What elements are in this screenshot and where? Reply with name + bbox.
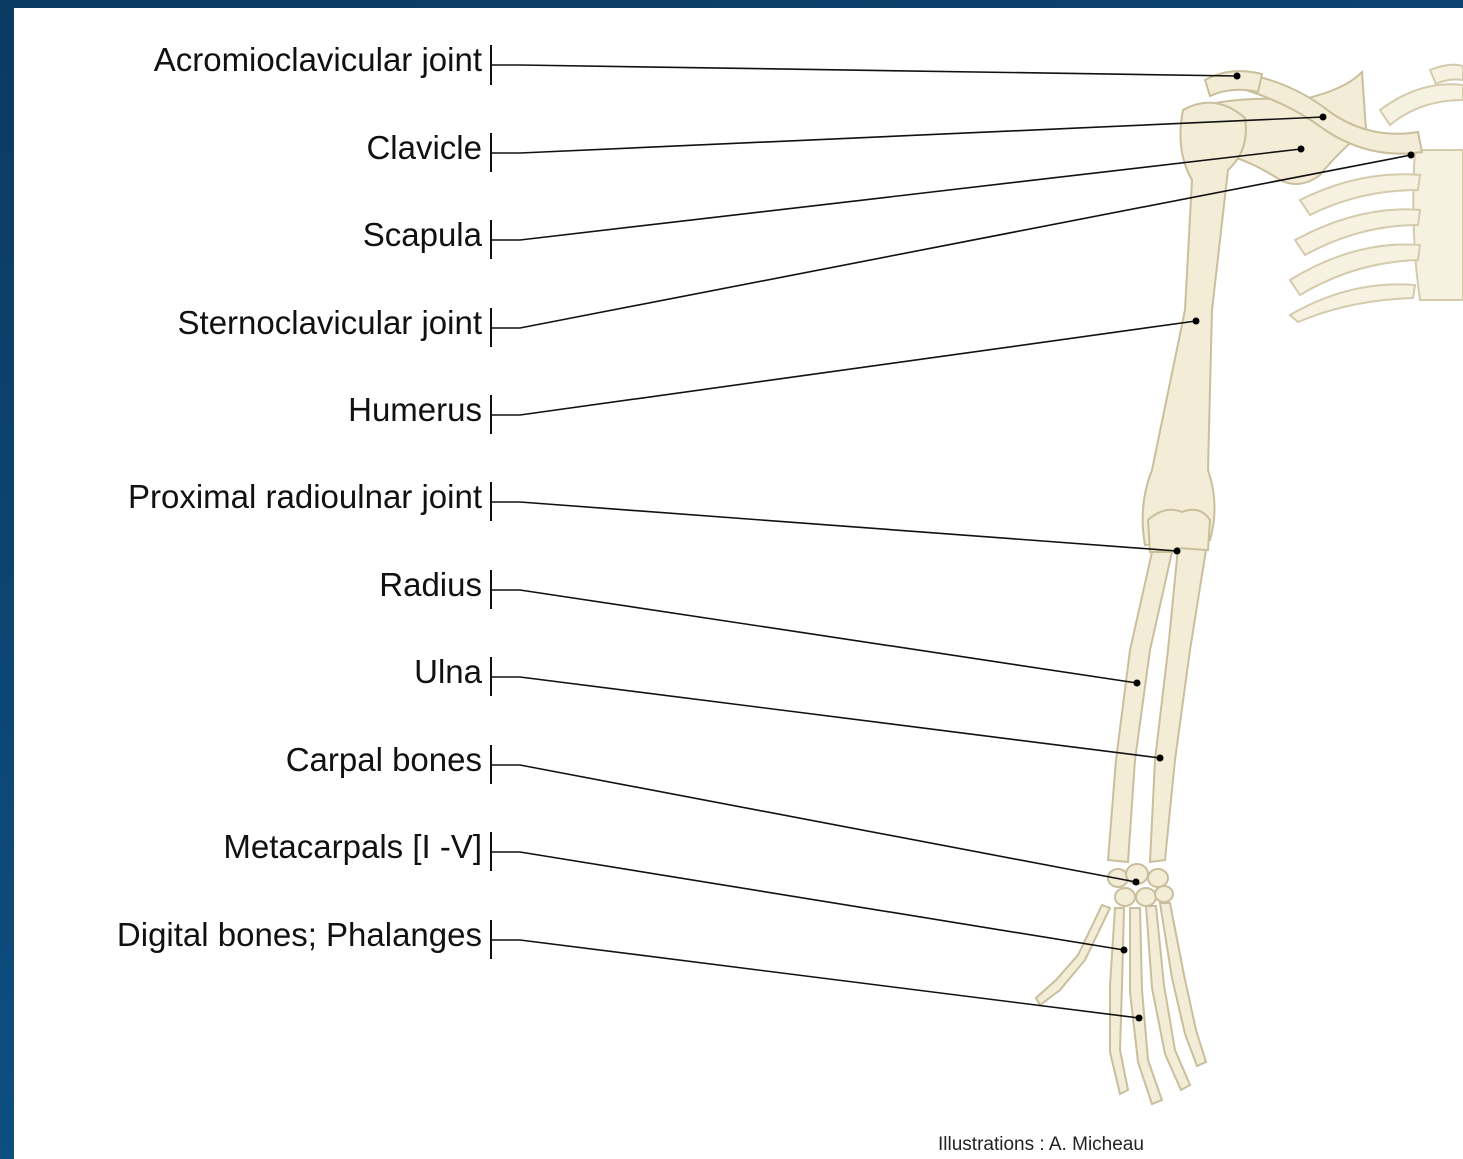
label-text: Metacarpals [I -V] [223, 828, 482, 865]
leader-line [491, 155, 1411, 328]
label-text: Clavicle [366, 129, 482, 166]
leader-line [491, 677, 1160, 758]
pointer-dot [1234, 73, 1241, 80]
skeleton-illustration [1036, 65, 1463, 1104]
label-proximal-radioulnar-joint: Proximal radioulnar joint [128, 478, 1181, 555]
pointer-dot [1193, 318, 1200, 325]
label-scapula: Scapula [363, 146, 1305, 260]
pointer-dot [1320, 114, 1327, 121]
label-text: Radius [379, 566, 482, 603]
leader-line [491, 65, 1237, 76]
leader-line [491, 590, 1137, 683]
pointer-dot [1136, 1015, 1143, 1022]
pointer-dot [1157, 755, 1164, 762]
pointer-dot [1298, 146, 1305, 153]
pointer-dot [1134, 680, 1141, 687]
label-text: Acromioclavicular joint [154, 41, 482, 78]
pointer-dot [1408, 152, 1415, 159]
pointer-dot [1174, 548, 1181, 555]
arm-skeleton-diagram: Acromioclavicular joint Clavicle Scapula… [14, 8, 1463, 1159]
label-text: Digital bones; Phalanges [117, 916, 482, 953]
carpal-shapes [1108, 864, 1173, 906]
label-text: Ulna [414, 653, 483, 690]
label-text: Sternoclavicular joint [178, 304, 482, 341]
label-text: Scapula [363, 216, 483, 253]
leader-line [491, 502, 1177, 551]
label-phalanges: Digital bones; Phalanges [117, 916, 1143, 1022]
leader-line [491, 852, 1124, 950]
label-text: Carpal bones [286, 741, 482, 778]
leader-line [491, 321, 1196, 415]
illustration-credit: Illustrations : A. Micheau [938, 1134, 1144, 1155]
label-text: Proximal radioulnar joint [128, 478, 482, 515]
hand-shapes [1036, 903, 1206, 1104]
leader-line [491, 940, 1139, 1018]
diagram-panel: Acromioclavicular joint Clavicle Scapula… [14, 8, 1463, 1159]
pointer-dot [1121, 947, 1128, 954]
leader-line [491, 149, 1301, 240]
label-acromioclavicular-joint: Acromioclavicular joint [154, 41, 1241, 85]
pointer-dot [1133, 879, 1140, 886]
label-text: Humerus [348, 391, 482, 428]
label-radius: Radius [379, 566, 1140, 687]
leader-line [491, 765, 1136, 882]
